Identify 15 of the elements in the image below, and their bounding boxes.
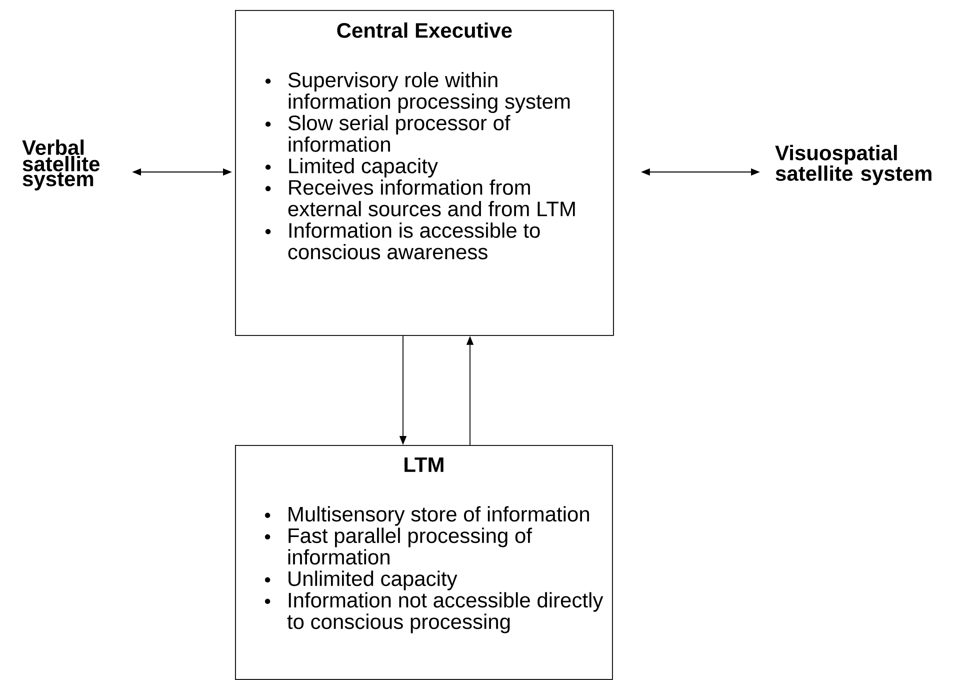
bullet-item: Fast parallel processing of information xyxy=(288,528,532,565)
box-heading: LTM xyxy=(404,457,444,472)
text-box xyxy=(235,10,614,336)
system-label: Verbal satellite system xyxy=(22,140,100,190)
bullet-item: Information not accessible directly to conscious processing xyxy=(287,592,604,634)
bullet-item: Multisensory store of information xyxy=(288,506,589,526)
bullet-item: Unlimited capacity xyxy=(288,570,458,590)
bullet-item: Information is accessible to conscious awareness xyxy=(288,222,540,260)
bullet-item: Receives information from external sources and from LTM xyxy=(288,179,575,216)
bullet-item: Limited capacity xyxy=(289,158,438,178)
bullet-item: Supervisory role within information processing system xyxy=(288,72,570,114)
bullet-item: Slow serial processor of information xyxy=(288,114,510,152)
text-box xyxy=(235,445,613,680)
system-label: Visuospatial satellite system xyxy=(775,144,932,186)
box-heading: Central Executive xyxy=(337,22,512,38)
